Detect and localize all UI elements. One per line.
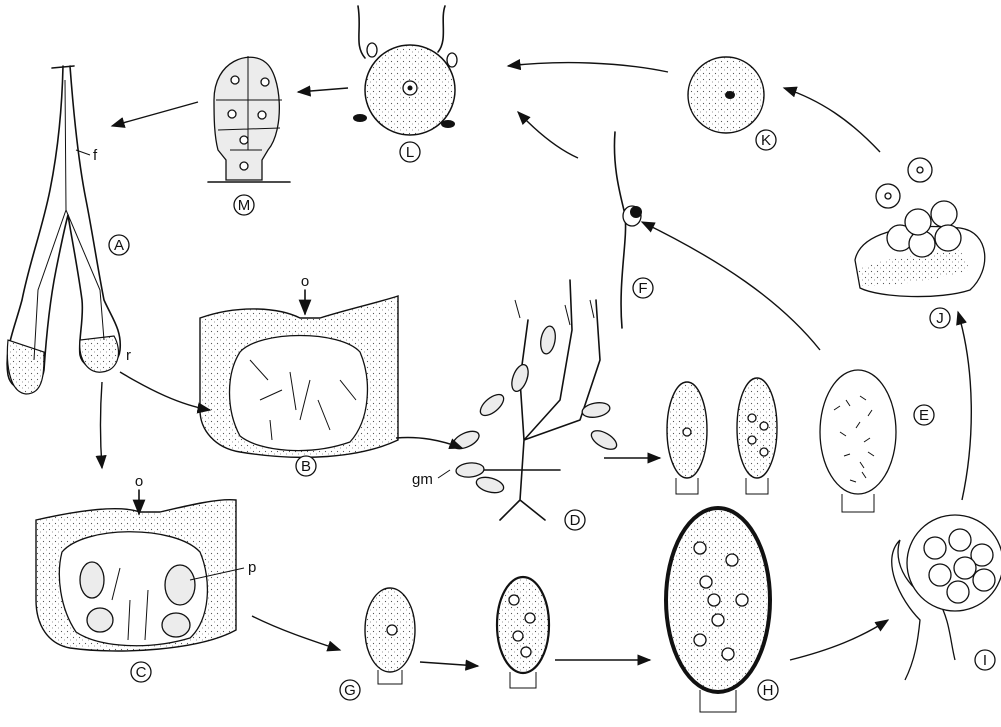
stage-g-oogonium (365, 577, 549, 688)
label-stage-a: A (114, 237, 124, 254)
label-stage-e: E (919, 407, 929, 424)
label-stage-j: J (936, 310, 944, 327)
label-r: r (126, 347, 131, 364)
label-stage-b: B (301, 458, 311, 475)
stage-m-embryo (208, 56, 290, 182)
label-stage-k: K (761, 132, 771, 149)
label-stage-d: D (570, 512, 581, 529)
label-p: p (248, 559, 256, 576)
label-stage-h: H (763, 682, 774, 699)
stage-a-thallus (7, 66, 120, 394)
label-gm: gm (412, 471, 433, 488)
label-stage-f: F (638, 280, 647, 297)
stage-e-antheridia (667, 370, 896, 512)
stage-k-egg (688, 57, 764, 133)
stage-b-male-conceptacle (200, 290, 398, 457)
label-o-b: o (301, 273, 309, 290)
stage-c-female-conceptacle (36, 490, 244, 651)
stage-d-antheridial-branch (438, 280, 620, 520)
label-stage-g: G (344, 682, 356, 699)
label-stage-i: I (983, 652, 987, 669)
stage-f-antherozoid (614, 132, 642, 328)
label-o-c: o (135, 473, 143, 490)
label-stage-c: C (136, 664, 147, 681)
label-stage-l: L (406, 144, 414, 161)
label-f: f (93, 147, 98, 164)
label-stage-m: M (238, 197, 251, 214)
stage-h-mature-oogonium (666, 508, 770, 712)
stage-j-eggs-released (855, 158, 985, 297)
stage-l-fertilization (353, 6, 457, 135)
